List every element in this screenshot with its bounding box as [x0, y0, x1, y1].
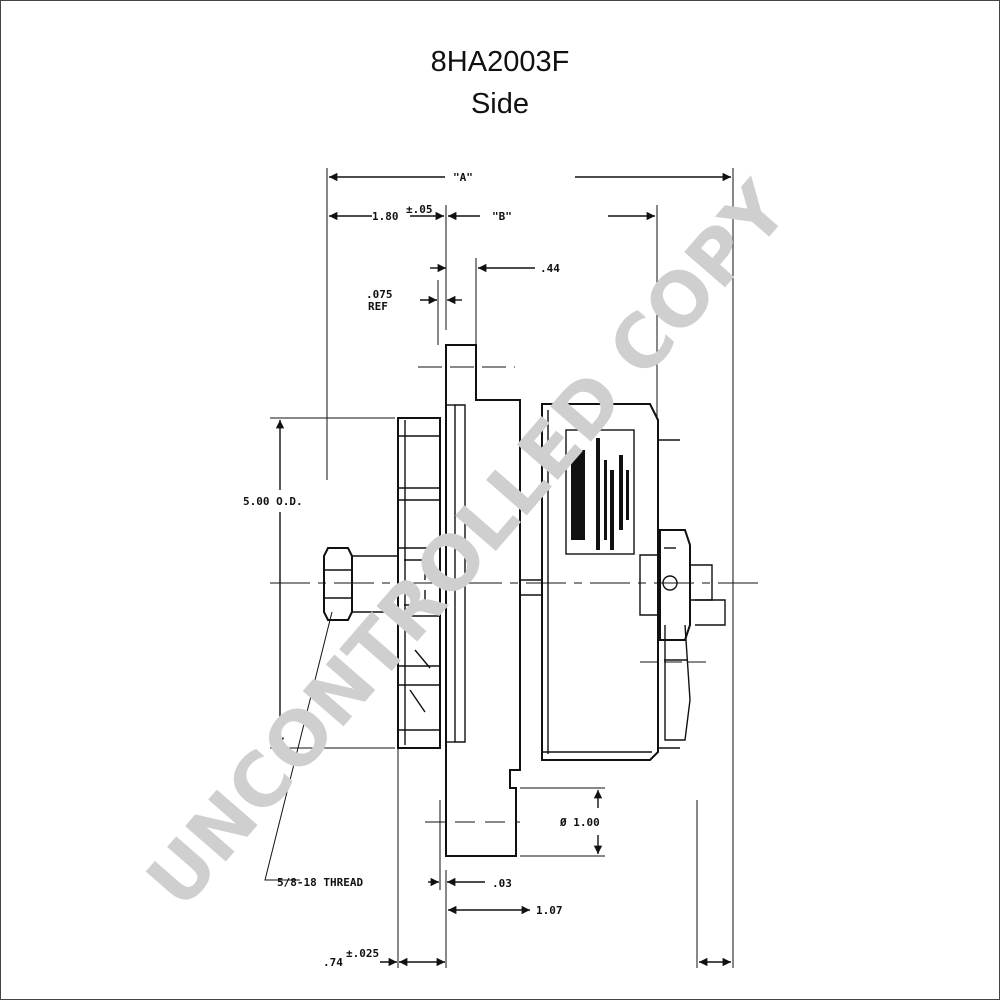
dim-0-44: .44 — [540, 262, 560, 275]
part-number-title: 8HA2003F — [430, 46, 570, 78]
front-housing — [445, 344, 542, 857]
thread-callout: 5/8-18 THREAD — [277, 876, 363, 889]
dim-overall: "A" — [453, 171, 473, 184]
dimension-text: "A" 1.80 ±.05 "B" .44 .075 REF 5.00 O.D.… — [243, 171, 600, 969]
pulley-fan — [397, 417, 441, 749]
dimension-lines — [264, 172, 731, 967]
dim-0-74: .74 — [323, 956, 343, 969]
dim-0-03: .03 — [492, 877, 512, 890]
dim-b: "B" — [492, 210, 512, 223]
dim-0-075: .075 — [366, 288, 393, 301]
view-label: Side — [470, 88, 530, 120]
extension-lines — [270, 168, 734, 968]
dim-1-80: 1.80 — [372, 210, 399, 223]
shaft-nut — [323, 547, 398, 621]
terminals — [639, 529, 726, 741]
dim-1-80-tolerance: ±.05 — [406, 203, 433, 216]
watermark: UNCONTROLLED COPY — [131, 165, 806, 923]
dim-dia-1-00: Ø 1.00 — [559, 816, 600, 829]
rear-housing — [541, 403, 680, 761]
dim-od: 5.00 O.D. — [243, 495, 303, 508]
dim-ref: REF — [368, 300, 388, 313]
dim-0-74-tolerance: ±.025 — [346, 947, 379, 960]
dim-1-07: 1.07 — [536, 904, 563, 917]
